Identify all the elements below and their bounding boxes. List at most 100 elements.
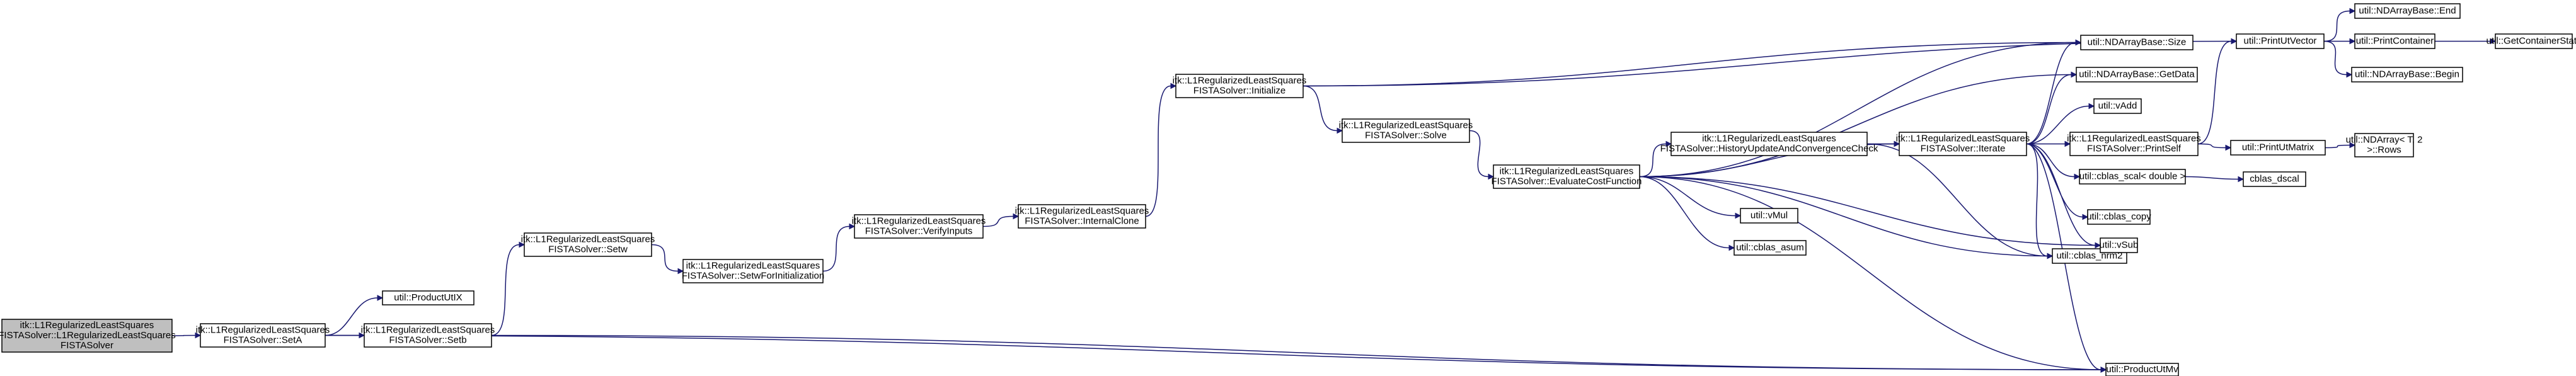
edge-printvec-to-printcont bbox=[2324, 38, 2356, 45]
node-dscal[interactable]: cblas_dscal bbox=[2243, 171, 2306, 187]
node-box bbox=[2105, 363, 2179, 376]
node-vsub[interactable]: util::vSub bbox=[2100, 237, 2139, 253]
edge-history-to-nrm2 bbox=[1866, 143, 2054, 259]
node-label-line: util::NDArrayBase::Begin bbox=[2355, 69, 2459, 80]
node-label-line: util::cblas_scal< double > bbox=[2079, 171, 2186, 182]
node-box bbox=[1018, 204, 1146, 229]
edge-iterate-to-scal bbox=[2026, 143, 2081, 180]
edge-setb-to-setw bbox=[491, 241, 526, 336]
edge-iterate-to-nrm2 bbox=[2026, 143, 2054, 259]
node-box bbox=[2354, 133, 2414, 157]
edge-printself-to-printmat bbox=[2197, 143, 2232, 151]
node-end[interactable]: util::NDArrayBase::End bbox=[2354, 3, 2461, 19]
edge-evalcost-to-prodmv bbox=[1639, 176, 2107, 373]
node-box bbox=[2100, 237, 2138, 253]
node-label-line: util::PrintUtMatrix bbox=[2242, 142, 2314, 153]
node-label-line: FISTASolver::VerifyInputs bbox=[865, 226, 973, 237]
node-evalcost[interactable]: itk::L1RegularizedLeastSquaresFISTASolve… bbox=[1492, 164, 1642, 189]
node-box bbox=[2230, 140, 2326, 156]
edge-evalcost-to-vmul bbox=[1639, 176, 1742, 219]
edge-evalcost-to-vsub bbox=[1639, 176, 2102, 249]
node-printvec[interactable]: util::PrintUtVector bbox=[2236, 33, 2325, 49]
node-box bbox=[2079, 169, 2186, 185]
node-label-line: itk::L1RegularizedLeastSquares bbox=[1500, 166, 1634, 177]
node-box bbox=[854, 214, 984, 239]
node-solve[interactable]: itk::L1RegularizedLeastSquaresFISTASolve… bbox=[1339, 118, 1473, 143]
node-label-line: itk::L1RegularizedLeastSquares bbox=[521, 234, 655, 245]
node-getdata[interactable]: util::NDArrayBase::GetData bbox=[2076, 67, 2198, 83]
node-label-line: util::cblas_asum bbox=[1736, 242, 1804, 253]
edge-init-to-size bbox=[1302, 39, 2082, 87]
node-begin[interactable]: util::NDArrayBase::Begin bbox=[2351, 67, 2463, 83]
edges-layer bbox=[171, 8, 2497, 373]
node-history[interactable]: itk::L1RegularizedLeastSquaresFISTASolve… bbox=[1660, 132, 1878, 156]
node-vadd[interactable]: util::vAdd bbox=[2093, 98, 2142, 114]
node-label-line: FISTASolver::Setw bbox=[548, 244, 628, 255]
node-label-line: itk::L1RegularizedLeastSquares bbox=[196, 325, 330, 336]
node-prodmv[interactable]: util::ProductUtMv bbox=[2105, 363, 2179, 376]
node-vmul[interactable]: util::vMul bbox=[1740, 208, 1798, 224]
node-label-line: FISTASolver::EvaluateCostFunction bbox=[1492, 176, 1642, 187]
node-setA[interactable]: itk::L1RegularizedLeastSquaresFISTASolve… bbox=[196, 323, 330, 348]
node-prodAtx[interactable]: util::ProductUtIX bbox=[382, 290, 474, 305]
node-label-line: util::GetContainerStats bbox=[2487, 36, 2576, 47]
node-box bbox=[2080, 35, 2194, 50]
node-box bbox=[2236, 33, 2325, 49]
node-box bbox=[2087, 209, 2151, 225]
node-box bbox=[2495, 33, 2573, 49]
node-box bbox=[2093, 98, 2142, 114]
node-label-line: util::vAdd bbox=[2098, 101, 2137, 111]
node-iterate[interactable]: itk::L1RegularizedLeastSquaresFISTASolve… bbox=[1896, 132, 2030, 156]
node-label-line: util::PrintUtVector bbox=[2244, 36, 2317, 47]
node-scal[interactable]: util::cblas_scal< double > bbox=[2079, 169, 2186, 185]
node-box bbox=[1899, 132, 2027, 156]
node-box bbox=[1740, 208, 1798, 224]
edge-iterate-to-vadd bbox=[2026, 103, 2095, 145]
node-label-line: FISTASolver::SetA bbox=[224, 335, 302, 346]
node-init[interactable]: itk::L1RegularizedLeastSquaresFISTASolve… bbox=[1173, 74, 1307, 98]
node-verify[interactable]: itk::L1RegularizedLeastSquaresFISTASolve… bbox=[852, 214, 986, 239]
node-box bbox=[1734, 240, 1807, 256]
edge-setb-to-prodmv bbox=[491, 334, 2107, 373]
node-label-line: util::ProductUtMv bbox=[2106, 364, 2178, 375]
node-box bbox=[2069, 132, 2199, 156]
node-asum[interactable]: util::cblas_asum bbox=[1734, 240, 1807, 256]
node-root[interactable]: itk::L1RegularizedLeastSquaresFISTASolve… bbox=[0, 319, 176, 353]
node-setinit[interactable]: itk::L1RegularizedLeastSquaresFISTASolve… bbox=[682, 259, 824, 283]
node-size[interactable]: util::NDArrayBase::Size bbox=[2080, 35, 2194, 50]
edge-setinit-to-verify bbox=[822, 223, 856, 272]
node-label-line: itk::L1RegularizedLeastSquares bbox=[20, 320, 154, 331]
node-box bbox=[1342, 118, 1470, 143]
node-box bbox=[382, 290, 474, 305]
node-printcont[interactable]: util::PrintContainer bbox=[2354, 33, 2435, 49]
node-copy[interactable]: util::cblas_copy bbox=[2086, 209, 2151, 225]
node-printself[interactable]: itk::L1RegularizedLeastSquaresFISTASolve… bbox=[2067, 132, 2201, 156]
node-label-line: FISTASolver::HistoryUpdateAndConvergence… bbox=[1660, 144, 1878, 154]
edge-printself-to-printvec bbox=[2197, 38, 2238, 145]
edge-printmat-to-rows bbox=[2325, 142, 2356, 149]
edge-evalcost-to-size bbox=[1639, 39, 2082, 178]
node-printmat[interactable]: util::PrintUtMatrix bbox=[2230, 140, 2326, 156]
node-clone[interactable]: itk::L1RegularizedLeastSquaresFISTASolve… bbox=[1015, 204, 1149, 229]
node-setw[interactable]: itk::L1RegularizedLeastSquaresFISTASolve… bbox=[521, 232, 655, 257]
node-box bbox=[1, 319, 173, 353]
node-label-line: itk::L1RegularizedLeastSquares bbox=[361, 325, 495, 336]
node-label-line: cblas_dscal bbox=[2250, 174, 2299, 185]
node-box bbox=[1670, 132, 1868, 156]
node-contstats[interactable]: util::GetContainerStats bbox=[2487, 33, 2576, 49]
node-setb[interactable]: itk::L1RegularizedLeastSquaresFISTASolve… bbox=[361, 323, 495, 348]
node-box bbox=[2354, 33, 2435, 49]
edge-scal-to-dscal bbox=[2185, 176, 2245, 183]
edge-solve-to-evalcost bbox=[1469, 130, 1495, 180]
node-rows[interactable]: util::NDArray< T, 2 >::Rows bbox=[2346, 133, 2423, 157]
edge-printcont-to-contstats bbox=[2435, 38, 2497, 45]
node-label-line: FISTASolver::InternalClone bbox=[1025, 216, 1139, 227]
node-label-line: itk::L1RegularizedLeastSquares bbox=[1173, 76, 1307, 86]
node-box bbox=[1175, 74, 1304, 98]
node-label-line: itk::L1RegularizedLeastSquares bbox=[1015, 206, 1149, 217]
node-label-line: FISTASolver::L1RegularizedLeastSquares bbox=[0, 330, 176, 341]
edge-clone-to-init bbox=[1145, 83, 1177, 217]
node-box bbox=[682, 259, 824, 283]
edge-init-to-solve bbox=[1302, 85, 1343, 134]
node-label-line: util::NDArray< T, 2 bbox=[2346, 135, 2423, 145]
